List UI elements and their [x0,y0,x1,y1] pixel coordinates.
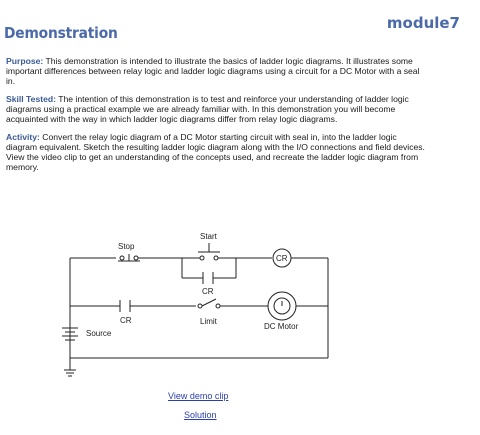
source-label: Source [86,329,112,338]
activity-label: Activity: [6,132,40,142]
start-pushbutton [198,243,220,261]
cr-contact [119,300,131,312]
skill-tested-label: Skill Tested: [6,94,56,104]
activity-section: Activity: Convert the relay logic diagra… [6,132,426,172]
relay-logic-diagram-svg: Stop Start CR CR CR Limit DC Motor Sourc… [62,232,329,377]
start-label: Start [200,232,218,241]
ground-icon [64,369,76,377]
activity-text: Convert the relay logic diagram of a DC … [6,132,425,172]
cr-contact-label: CR [120,316,132,325]
purpose-text: This demonstration is intended to illust… [6,56,420,86]
view-demo-clip-link[interactable]: View demo clip [168,391,229,401]
dc-motor-label: DC Motor [264,322,299,331]
cr-seal-label: CR [202,287,214,296]
stop-label: Stop [118,242,135,251]
cr-seal-contact [202,272,214,284]
skill-tested-section: Skill Tested: The intention of this demo… [6,94,426,124]
skill-tested-text: The intention of this demonstration is t… [6,94,409,124]
relay-logic-diagram: Stop Start CR CR CR Limit DC Motor Sourc… [56,228,346,385]
module-label: module7 [386,14,460,32]
limit-switch [197,298,221,309]
cr-coil-label: CR [276,254,288,263]
solution-link[interactable]: Solution [184,410,217,420]
dc-motor [267,291,297,321]
description: Purpose: This demonstration is intended … [6,56,426,180]
source-battery [62,327,78,341]
purpose-label: Purpose: [6,56,44,66]
limit-label: Limit [200,317,218,326]
purpose-section: Purpose: This demonstration is intended … [6,56,426,86]
stop-pushbutton [118,254,140,262]
page-title: Demonstration [4,24,118,42]
